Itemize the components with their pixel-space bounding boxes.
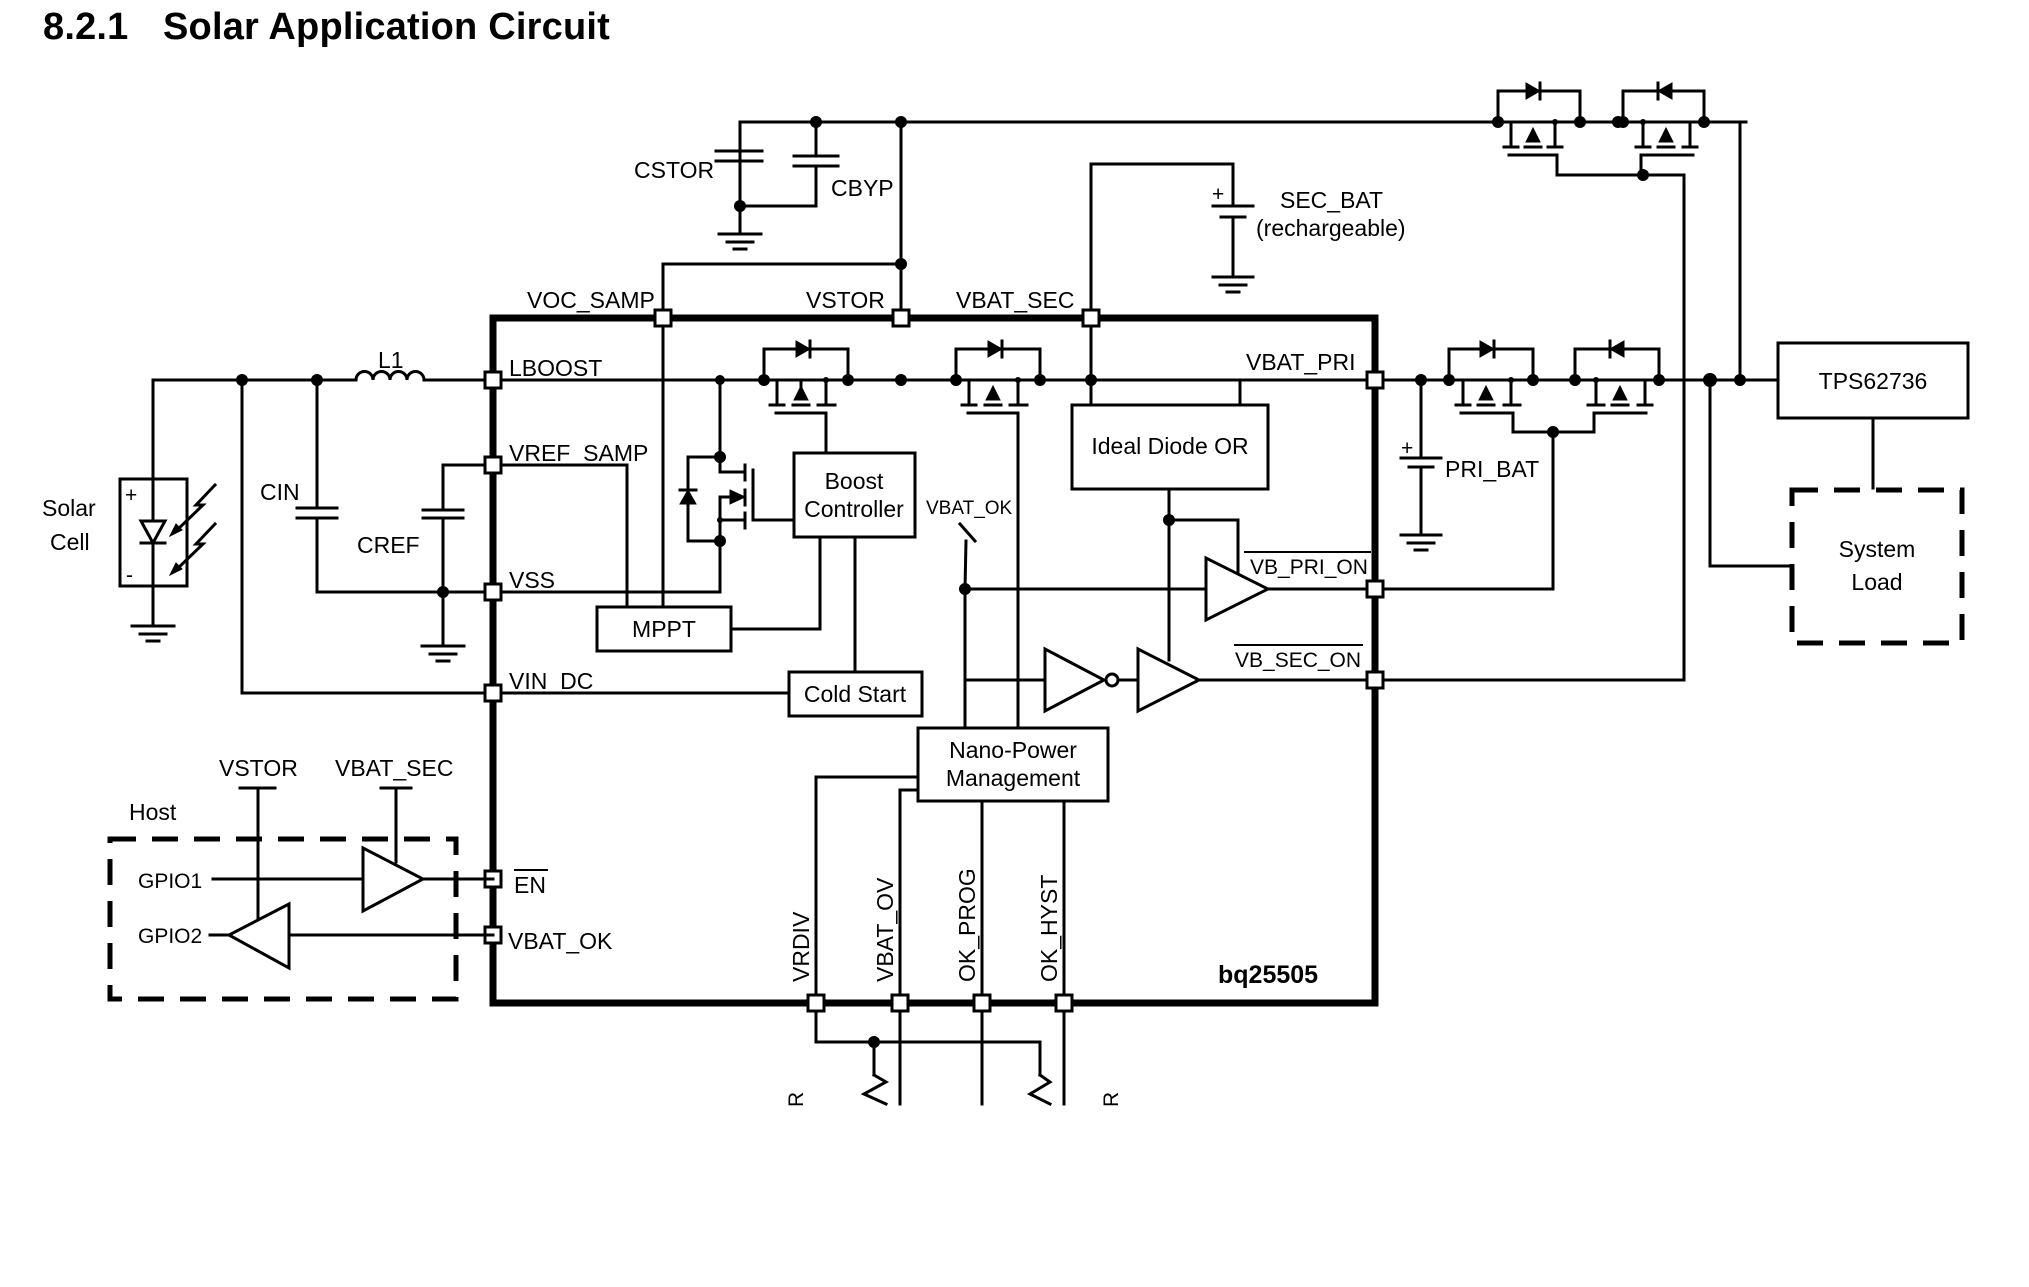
battery-sec-bat: + SEC_BAT (rechargeable) (1089, 162, 1406, 320)
ic-part-number: bq25505 (1218, 961, 1318, 989)
system-load-block: System Load (1703, 373, 1965, 646)
pin-label-lboost: LBOOST (509, 355, 602, 381)
ic-body (489, 314, 1379, 1007)
vbat-sec-mosfet (950, 324, 1097, 728)
pin-label-vb-pri-on: VB_PRI_ON (1250, 556, 1368, 579)
boost-controller-block: Boost Controller (792, 451, 917, 674)
l1-label: L1 (378, 347, 404, 373)
pin-vbat-ov (890, 993, 910, 1013)
nano-power-management-block: Nano-Power Management (814, 726, 1110, 997)
svg-text:Management: Management (946, 765, 1081, 791)
pin-label-vss: VSS (509, 567, 555, 593)
solar-cell: + - Solar Cell (42, 378, 647, 643)
solar-minus: - (126, 564, 133, 587)
pin-label-vrdiv: VRDIV (788, 911, 814, 982)
section-number: 8.2.1 (43, 6, 129, 48)
low-side-mosfet (678, 375, 794, 547)
pin-label-ok-hyst: OK_HYST (1036, 875, 1062, 982)
cutoff-label-left: R (785, 1092, 808, 1107)
solar-plus: + (125, 484, 137, 507)
sec-bat-mosfet-pair (1381, 81, 1746, 682)
capacitor-cin: CIN (260, 374, 495, 594)
svg-text:Nano-Power: Nano-Power (949, 737, 1077, 763)
cstor-label: CSTOR (634, 157, 714, 183)
svg-text:TPS62736: TPS62736 (1819, 368, 1928, 394)
pin-vb-pri-on (1365, 579, 1385, 599)
pin-voc-samp (653, 308, 673, 328)
svg-text:Controller: Controller (804, 496, 904, 522)
host-supply-vstor: VSTOR (219, 755, 298, 781)
pin-label-vbat-pri: VBAT_PRI (1246, 349, 1356, 375)
pin-label-vbat-sec: VBAT_SEC (956, 287, 1074, 313)
pin-vref-samp (483, 455, 503, 475)
cold-start-block: Cold Start (499, 670, 924, 718)
pin-ok-hyst (1054, 993, 1074, 1013)
svg-text:Ideal Diode OR: Ideal Diode OR (1091, 433, 1248, 459)
pin-label-voc-samp: VOC_SAMP (527, 287, 655, 313)
sec-bat-plus: + (1212, 183, 1224, 206)
pin-label-en: EN (514, 872, 546, 898)
pin-lboost (483, 370, 503, 390)
cbyp-label: CBYP (831, 175, 894, 201)
pin-label-vin-dc: VIN_DC (509, 668, 593, 694)
pin-ok-prog (972, 993, 992, 1013)
svg-text:VBAT_OK: VBAT_OK (926, 498, 1013, 519)
pin-vin-dc (483, 683, 503, 703)
gpio2-label: GPIO2 (138, 925, 202, 948)
vb-sec-on-inverter (1043, 646, 1377, 714)
sec-bat-note: (rechargeable) (1256, 215, 1406, 241)
cref-label: CREF (357, 532, 420, 558)
host-label: Host (129, 799, 177, 825)
pin-label-vbat-ok: VBAT_OK (508, 928, 613, 954)
vin-dc-net (236, 374, 495, 695)
svg-text:Cold Start: Cold Start (804, 681, 907, 707)
capacitor-cstor: CSTOR (634, 149, 818, 251)
pin-vbat-pri (1365, 370, 1385, 390)
pin-vstor (891, 308, 911, 328)
pin-vb-sec-on (1365, 670, 1385, 690)
section-title: Solar Application Circuit (163, 6, 610, 48)
pin-label-vbat-ov: VBAT_OV (872, 877, 898, 982)
capacitor-cref: CREF (357, 463, 495, 663)
pin-label-ok-prog: OK_PROG (954, 868, 980, 982)
pri-bat-mosfet-pair (1381, 339, 1665, 591)
boost-high-side-mosfet (758, 339, 907, 455)
host-supply-vbat-sec: VBAT_SEC (335, 755, 453, 781)
ground-icon (130, 624, 176, 643)
pin-vss (483, 582, 503, 602)
tps62736-block: TPS62736 (1776, 341, 1970, 490)
pin-vrdiv (806, 993, 826, 1013)
pin-label-vstor: VSTOR (806, 287, 885, 313)
sec-bat-label: SEC_BAT (1280, 187, 1383, 213)
svg-text:Boost: Boost (825, 468, 884, 494)
gpio1-label: GPIO1 (138, 870, 202, 893)
solar-cell-label-2: Cell (50, 529, 90, 555)
vb-pri-on-buffer (1204, 555, 1377, 623)
ground-icon (420, 644, 466, 663)
cutoff-label-right: R (1100, 1092, 1123, 1107)
ideal-diode-or-block: Ideal Diode OR (1070, 378, 1377, 662)
section-heading: 8.2.1 Solar Application Circuit (43, 6, 610, 49)
vbat-ok-switch: VBAT_OK (926, 498, 1208, 732)
host-block: Host VSTOR VBAT_SEC GPIO1 GPIO2 (107, 755, 495, 1002)
inductor-l1: L1 (354, 347, 426, 384)
cin-label: CIN (260, 479, 300, 505)
pin-label-vb-sec-on: VB_SEC_ON (1235, 649, 1361, 672)
mppt-block: MPPT (595, 605, 822, 653)
svg-text:MPPT: MPPT (632, 616, 696, 642)
capacitor-cbyp: CBYP (792, 120, 894, 208)
pin-vbat-sec (1081, 308, 1101, 328)
svg-text:System: System (1839, 536, 1916, 562)
svg-text:Load: Load (1851, 569, 1902, 595)
ground-icon (717, 224, 763, 251)
bottom-resistor-network: R R (780, 1009, 1140, 1136)
pin-label-vref-samp: VREF_SAMP (509, 440, 648, 466)
solar-cell-label-1: Solar (42, 495, 96, 521)
battery-pri-bat: + PRI_BAT (1399, 378, 1539, 552)
pri-bat-plus: + (1401, 437, 1413, 460)
pri-bat-label: PRI_BAT (1445, 456, 1539, 482)
